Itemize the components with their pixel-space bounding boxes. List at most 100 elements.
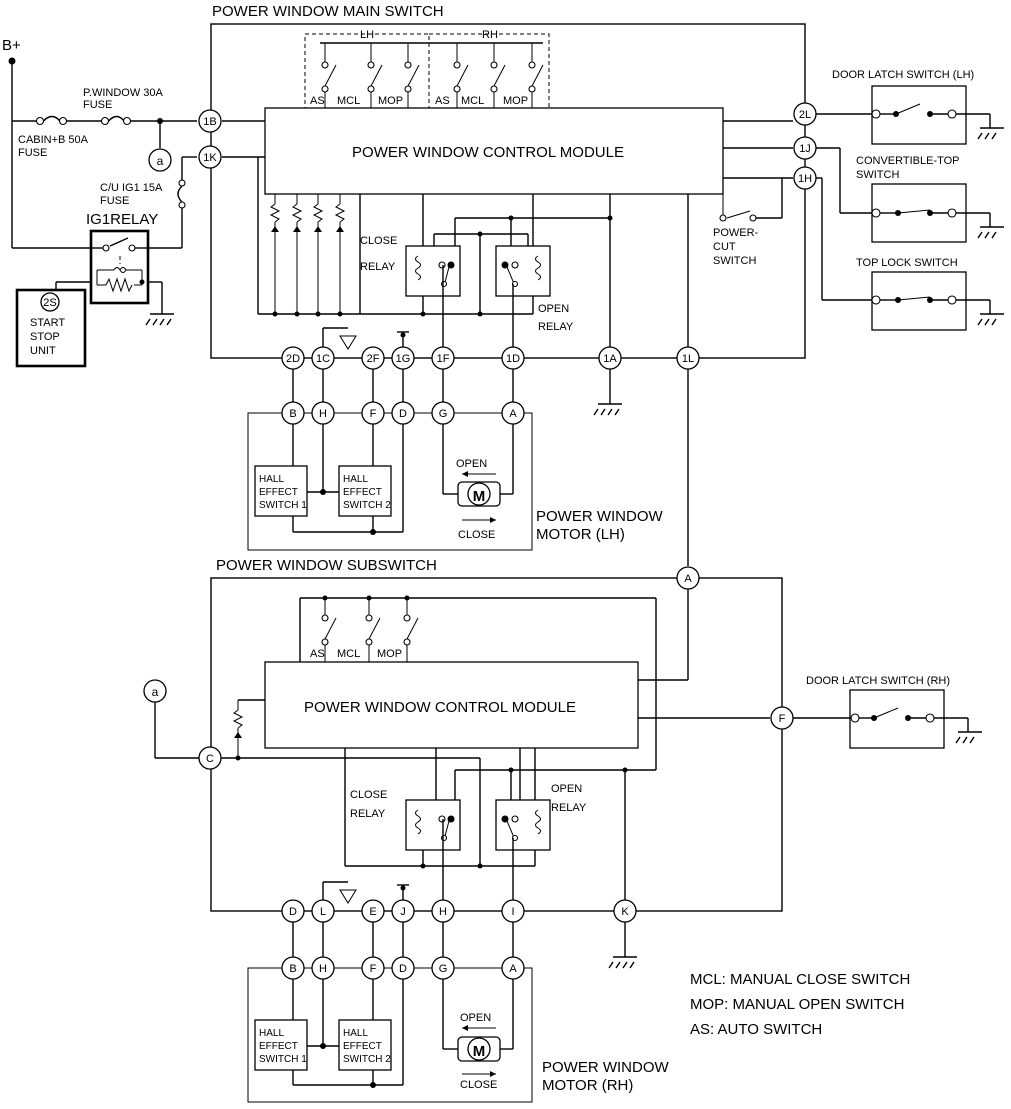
svg-text:L: L	[320, 906, 326, 918]
right-switches: DOOR LATCH SWITCH (LH) CONVERTIBLE-TOP S…	[816, 69, 1004, 331]
pwindow-fuse-label: P.WINDOW 30A	[83, 87, 164, 99]
svg-text:2D: 2D	[286, 353, 300, 365]
svg-text:AS: AS	[310, 648, 325, 660]
ig1-relay-label: IG1RELAY	[86, 211, 158, 228]
svg-text:B: B	[289, 963, 296, 975]
svg-text:1J: 1J	[799, 143, 811, 155]
main-control-module	[264, 107, 724, 195]
svg-text:1K: 1K	[203, 152, 217, 164]
svg-text:MOP: MOP	[378, 95, 403, 107]
svg-text:K: K	[621, 906, 629, 918]
legend-mop: MOP: MANUAL OPEN SWITCH	[690, 996, 904, 1013]
svg-text:START: START	[30, 317, 65, 329]
svg-text:1D: 1D	[506, 353, 520, 365]
svg-text:D: D	[399, 408, 407, 420]
svg-text:RELAY: RELAY	[360, 261, 396, 273]
svg-text:J: J	[400, 906, 406, 918]
svg-text:F: F	[370, 408, 377, 420]
svg-text:EFFECT: EFFECT	[343, 487, 382, 498]
svg-text:OPEN: OPEN	[538, 303, 569, 315]
connector-1B	[198, 109, 222, 133]
svg-text:H: H	[319, 408, 327, 420]
svg-text:RELAY: RELAY	[350, 808, 386, 820]
svg-text:G: G	[439, 408, 448, 420]
motor-rh-hall-1	[254, 1019, 308, 1071]
svg-text:A: A	[684, 573, 692, 585]
main-open-relay	[495, 245, 551, 297]
svg-text:DOOR LATCH SWITCH (RH): DOOR LATCH SWITCH (RH)	[806, 675, 950, 687]
svg-text:a: a	[152, 685, 159, 699]
svg-text:OPEN: OPEN	[456, 458, 487, 470]
svg-text:OPEN: OPEN	[551, 783, 582, 795]
svg-text:SWITCH 1: SWITCH 1	[259, 1054, 307, 1065]
svg-text:TOP LOCK SWITCH: TOP LOCK SWITCH	[856, 257, 958, 269]
svg-text:D: D	[399, 963, 407, 975]
svg-text:POWER-: POWER-	[713, 227, 759, 239]
svg-text:POWER WINDOW: POWER WINDOW	[536, 508, 663, 525]
svg-text:SWITCH 2: SWITCH 2	[343, 1054, 391, 1065]
svg-text:HALL: HALL	[259, 474, 284, 485]
svg-text:RELAY: RELAY	[538, 321, 574, 333]
svg-text:C: C	[206, 753, 214, 765]
svg-text:2L: 2L	[799, 109, 811, 121]
sub-open-relay	[495, 799, 551, 851]
svg-text:F: F	[370, 963, 377, 975]
svg-text:M: M	[473, 1043, 486, 1060]
svg-text:CLOSE: CLOSE	[360, 235, 397, 247]
motor-lh: B H F D G A HALL EFFECT SWITCH 1 HALL EF…	[247, 369, 663, 551]
svg-text:2S: 2S	[43, 297, 56, 309]
main-module-switches	[321, 43, 544, 108]
svg-text:F: F	[779, 713, 786, 725]
svg-text:A: A	[509, 963, 517, 975]
svg-text:MCL: MCL	[461, 95, 484, 107]
svg-text:EFFECT: EFFECT	[259, 1041, 298, 1052]
main-switch-title: POWER WINDOW MAIN SWITCH	[212, 3, 444, 20]
svg-text:a: a	[157, 154, 164, 168]
svg-text:SWITCH: SWITCH	[713, 255, 756, 267]
legend-as: AS: AUTO SWITCH	[690, 1021, 822, 1038]
ig1-relay	[89, 229, 150, 305]
sub-control-module	[264, 661, 639, 749]
svg-text:POWER WINDOW: POWER WINDOW	[542, 1059, 669, 1076]
svg-text:STOP: STOP	[30, 331, 60, 343]
legend: MCL: MANUAL CLOSE SWITCH MOP: MANUAL OPE…	[690, 971, 910, 1038]
svg-text:CUT: CUT	[713, 241, 736, 253]
svg-text:MCL: MCL	[337, 95, 360, 107]
cabin-fuse-label-2: FUSE	[18, 147, 47, 159]
svg-text:SWITCH: SWITCH	[856, 169, 899, 181]
junction-a-top	[148, 148, 172, 172]
cabin-fuse-label: CABIN+B 50A	[18, 134, 89, 146]
svg-text:2F: 2F	[367, 353, 380, 365]
power-supply: B+ P.WINDOW 30A FUSE CABIN+B 50A FUSE a …	[2, 37, 197, 368]
svg-text:M: M	[473, 488, 486, 505]
svg-text:HALL: HALL	[343, 474, 368, 485]
svg-text:1G: 1G	[396, 353, 411, 365]
sub-switch: POWER WINDOW SUBSWITCH A AS MCL MOP POWE…	[143, 557, 982, 969]
svg-text:1A: 1A	[603, 353, 617, 365]
svg-text:DOOR LATCH SWITCH (LH): DOOR LATCH SWITCH (LH)	[832, 69, 974, 81]
svg-text:EFFECT: EFFECT	[259, 487, 298, 498]
svg-text:CLOSE: CLOSE	[350, 789, 387, 801]
motor-lh-hall-1	[254, 465, 308, 517]
svg-text:H: H	[439, 906, 447, 918]
svg-text:OPEN: OPEN	[460, 1012, 491, 1024]
motor-rh-housing	[247, 967, 533, 1103]
svg-text:B: B	[289, 408, 296, 420]
motor-rh: B H F D G A HALL EFFECT SWITCH 1 HALL EF…	[247, 922, 669, 1103]
motor-rh-hall-2	[338, 1019, 392, 1071]
svg-text:MOP: MOP	[503, 95, 528, 107]
svg-text:MOTOR (LH): MOTOR (LH)	[536, 526, 625, 543]
legend-mcl: MCL: MANUAL CLOSE SWITCH	[690, 971, 910, 988]
connector-1K	[198, 145, 222, 169]
svg-text:RELAY: RELAY	[551, 802, 587, 814]
cu-fuse-label: C/U IG1 15A	[100, 182, 163, 194]
sub-module-switches	[321, 595, 419, 662]
main-hall-resistors	[269, 194, 346, 317]
svg-text:SWITCH 2: SWITCH 2	[343, 500, 391, 511]
svg-text:D: D	[289, 906, 297, 918]
svg-text:CLOSE: CLOSE	[458, 529, 495, 541]
svg-text:SWITCH 1: SWITCH 1	[259, 500, 307, 511]
svg-text:G: G	[439, 963, 448, 975]
svg-text:LH: LH	[360, 29, 374, 41]
